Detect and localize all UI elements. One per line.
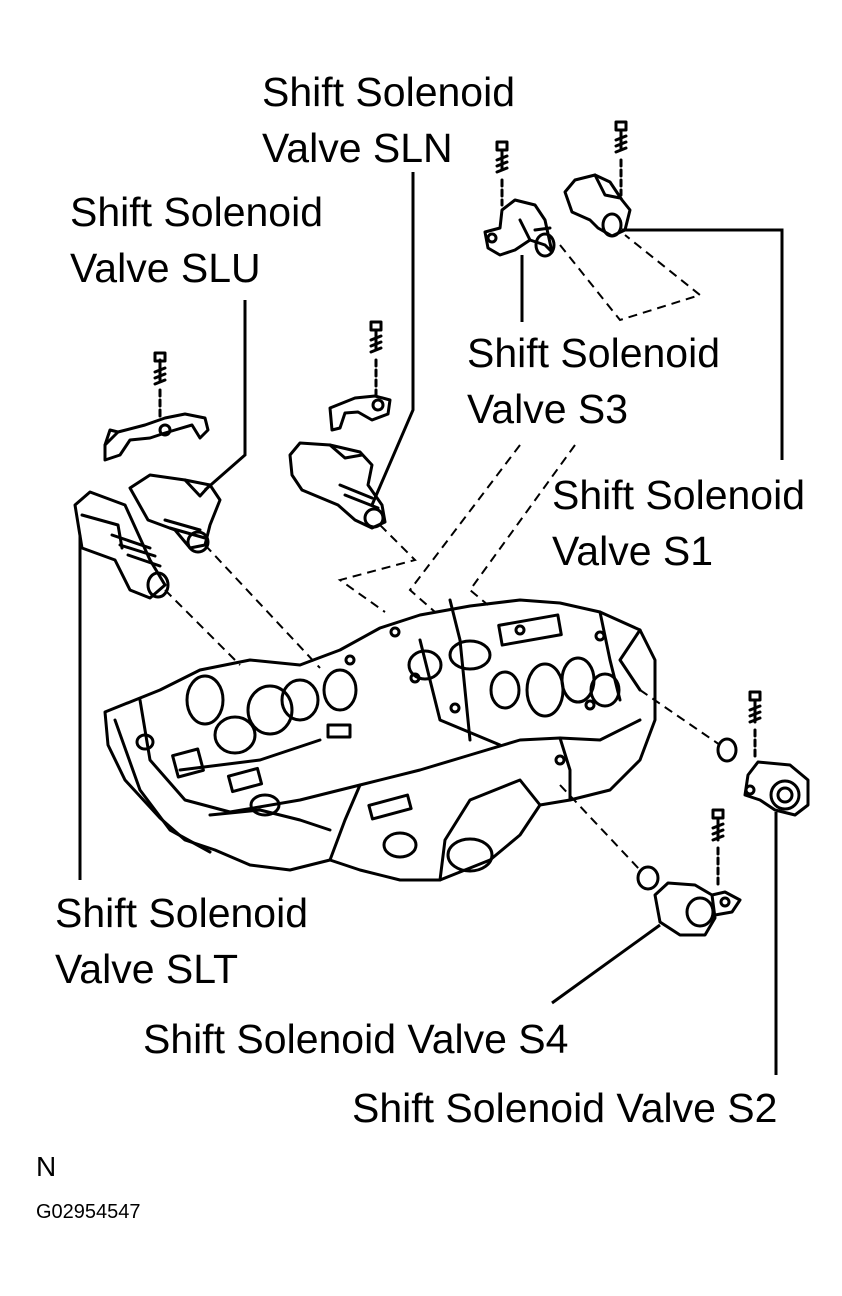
orientation-mark: N (36, 1151, 57, 1182)
label-slt-line2: Valve SLT (55, 946, 239, 992)
solenoid-s2 (716, 737, 810, 817)
valve-body (103, 598, 657, 882)
label-s4: Shift Solenoid Valve S4 (143, 1016, 569, 1062)
label-sln-line2: Valve SLN (262, 125, 453, 171)
bracket-slu-slt (103, 412, 210, 462)
solenoid-slu (128, 473, 222, 554)
solenoid-s1 (563, 173, 632, 238)
solenoid-s3 (483, 198, 556, 258)
solenoid-sln (288, 441, 387, 530)
bolt-s2 (748, 690, 762, 762)
label-s1-line1: Shift Solenoid (552, 472, 806, 518)
label-s3-line1: Shift Solenoid (467, 330, 721, 376)
bolt-s3 (495, 140, 509, 207)
label-s2: Shift Solenoid Valve S2 (352, 1085, 778, 1131)
installation-paths (164, 234, 721, 871)
bolt-s1 (614, 120, 628, 197)
label-slu-line1: Shift Solenoid (70, 189, 324, 235)
solenoid-s4 (636, 865, 742, 937)
figure-id: G02954547 (36, 1201, 141, 1223)
label-s1-line2: Valve S1 (552, 528, 714, 574)
label-slu-line2: Valve SLU (70, 245, 261, 291)
label-slt-line1: Shift Solenoid (55, 890, 309, 936)
bracket-sln (328, 394, 392, 432)
bolt-sln (369, 320, 383, 397)
label-s3-line2: Valve S3 (467, 386, 629, 432)
leader-lines (78, 172, 784, 1075)
bolt-slu (153, 351, 167, 422)
bolt-s4 (711, 808, 725, 887)
solenoid-slt (73, 490, 170, 600)
label-sln-line1: Shift Solenoid (262, 69, 516, 115)
